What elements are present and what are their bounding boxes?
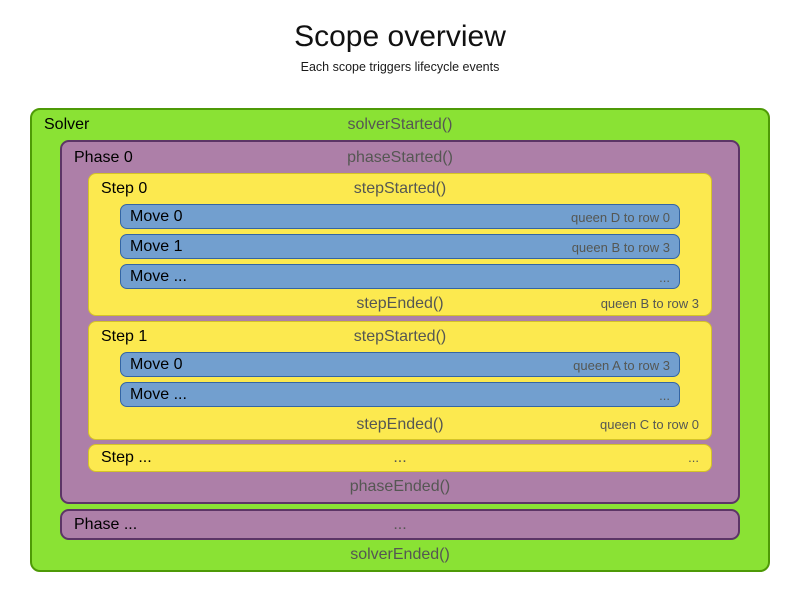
phase-more-row: Phase ... ... (62, 511, 738, 538)
step-0-ended-note: queen B to row 3 (600, 295, 699, 311)
solver-footer-row: solverEnded() (32, 540, 768, 570)
step-0-move-more-box: Move ... ... (120, 263, 680, 289)
move-label: Move 0 (130, 355, 183, 373)
page-title: Scope overview (294, 20, 506, 53)
move-label: Move ... (130, 385, 187, 403)
step-0-started-event: stepStarted() (353, 179, 447, 197)
move-label: Move 1 (130, 237, 183, 255)
move-label: Move ... (130, 267, 187, 285)
move-note: queen A to row 3 (573, 357, 670, 373)
step-1-ended-note: queen C to row 0 (599, 416, 699, 432)
phase-ended-event: phaseEnded() (349, 477, 451, 495)
solver-header-row: Solver solverStarted() (32, 110, 768, 140)
solver-started-event: solverStarted() (347, 115, 453, 133)
step-1-label: Step 1 (101, 327, 148, 345)
step-more-box: Step ... ... ... (88, 443, 712, 472)
step-1-scope-box: Step 1 stepStarted() Move 0 queen A to r… (88, 320, 712, 440)
move-note: queen B to row 3 (571, 239, 670, 255)
move-label: Move 0 (130, 207, 183, 225)
step-0-header-row: Step 0 stepStarted() (89, 174, 711, 204)
step-1-header-row: Step 1 stepStarted() (89, 322, 711, 352)
step-0-scope-box: Step 0 stepStarted() Move 0 queen D to r… (88, 172, 712, 316)
step-1-footer-row: stepEnded() queen C to row 0 (89, 412, 711, 439)
step-0-ended-event: stepEnded() (356, 294, 444, 312)
step-1-ended-event: stepEnded() (356, 415, 444, 433)
step-more-row: Step ... ... ... (89, 445, 711, 471)
phase-0-header-row: Phase 0 phaseStarted() (62, 142, 738, 173)
step-0-move-0-box: Move 0 queen D to row 0 (120, 203, 680, 229)
phase-0-scope-box: Phase 0 phaseStarted() Step 0 stepStarte… (60, 139, 740, 504)
move-note: queen D to row 0 (570, 209, 670, 225)
phase-more-box: Phase ... ... (60, 508, 740, 540)
step-1-move-0-box: Move 0 queen A to row 3 (120, 351, 680, 377)
step-more-center-ellipsis: ... (393, 448, 407, 466)
step-1-move-more-box: Move ... ... (120, 381, 680, 407)
step-0-label: Step 0 (101, 179, 148, 197)
solver-label: Solver (44, 115, 90, 133)
phase-0-label: Phase 0 (74, 148, 133, 166)
move-note: ... (659, 387, 670, 403)
phase-started-event: phaseStarted() (347, 148, 453, 166)
move-note: ... (659, 269, 670, 285)
step-more-right-ellipsis: ... (688, 449, 699, 465)
page-subtitle: Each scope triggers lifecycle events (300, 59, 500, 74)
phase-more-center-ellipsis: ... (393, 515, 407, 533)
phase-more-label: Phase ... (74, 515, 138, 533)
step-0-footer-row: stepEnded() queen B to row 3 (89, 294, 711, 315)
step-1-started-event: stepStarted() (353, 327, 447, 345)
solver-scope-box: Solver solverStarted() Phase 0 phaseStar… (30, 107, 770, 572)
solver-ended-event: solverEnded() (350, 545, 450, 563)
step-more-label: Step ... (101, 448, 152, 466)
diagram-header: Scope overview Each scope triggers lifec… (0, 0, 800, 74)
step-0-move-1-box: Move 1 queen B to row 3 (120, 233, 680, 259)
phase-0-footer-row: phaseEnded() (62, 472, 738, 502)
